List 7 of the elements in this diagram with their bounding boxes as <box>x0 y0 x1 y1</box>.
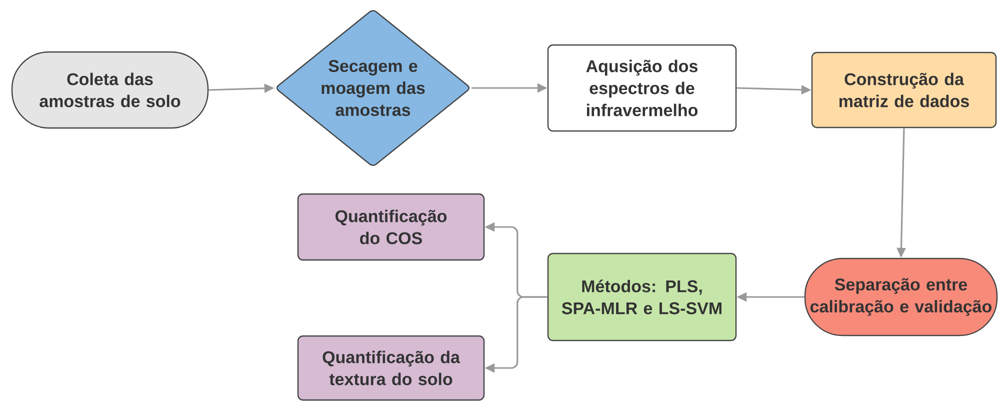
result-box: Quantificação da textura do solo <box>297 335 485 401</box>
process-box: Construção da matriz de dados <box>811 52 997 128</box>
result-box: Quantificação do COS <box>297 193 485 261</box>
terminal-box: Coleta das amostras de solo <box>11 51 209 129</box>
process-box: Aqusição dos espectros de infravermelho <box>547 44 737 132</box>
process-box: Métodos: PLS, SPA-MLR e LS-SVM <box>547 252 737 342</box>
terminal-box: Separação entre calibração e validação <box>804 258 998 336</box>
